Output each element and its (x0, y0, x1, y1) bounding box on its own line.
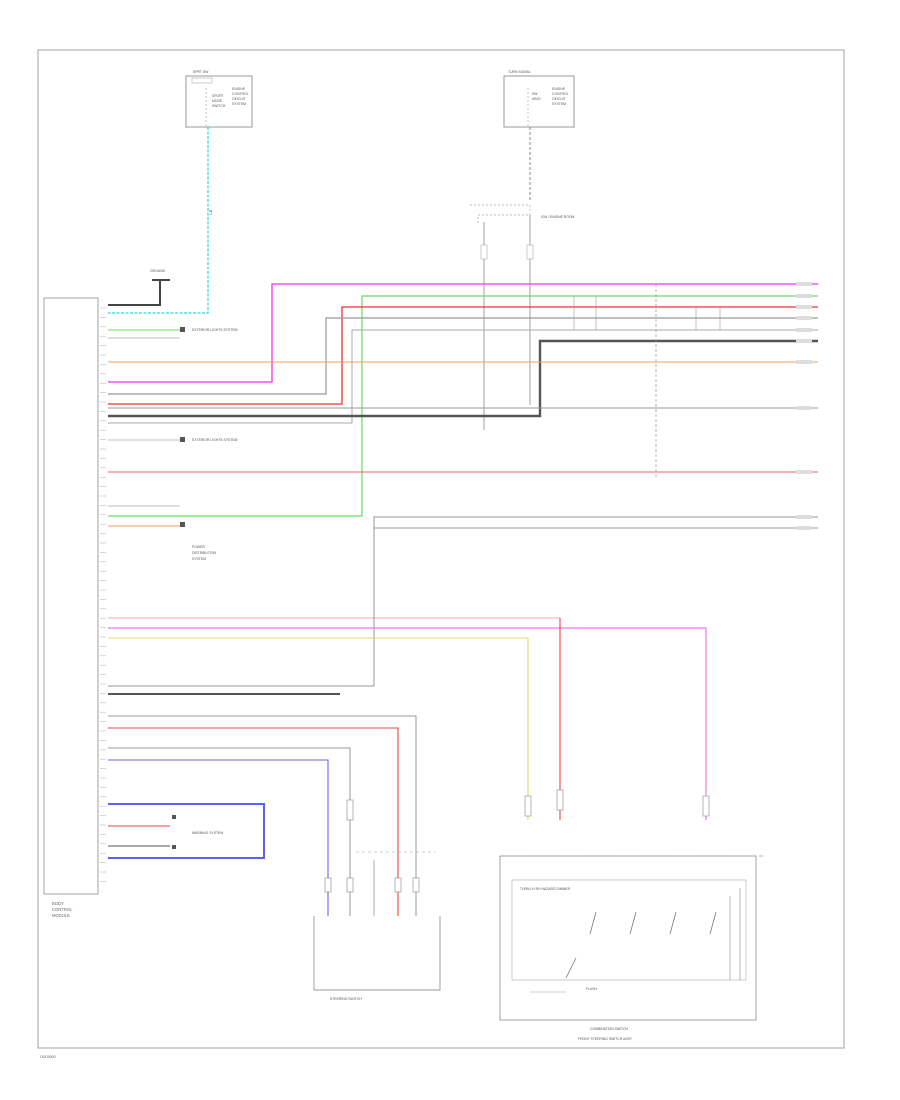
wire-end-tag (796, 515, 812, 519)
right-wire-ends (796, 282, 812, 530)
combination-switch-sub: FLASH (586, 987, 597, 991)
body-control-module: BODY CONTROL MODULE (43, 297, 99, 918)
top-right-box-line-0: ENGINE (552, 87, 566, 91)
footer-code: OOO0000 (40, 1055, 56, 1059)
annotation-power-1: DISTRIBUTION (192, 551, 216, 555)
annotation-power-0: POWER (192, 545, 205, 549)
top-right-box-body-0: SW (532, 92, 538, 96)
wire-end-tag (796, 328, 812, 332)
top-left-box-body-2: SWITCH (212, 104, 226, 108)
annotation-power-2: SYSTEM (192, 557, 206, 561)
annotation-ext-b: EXTERIOR LIGHTS SYSTEM (192, 438, 238, 442)
svg-text:L-B: L-B (209, 209, 213, 215)
top-left-box-body-1: MODE (212, 99, 223, 103)
steering-switch-title: STEERING SWITCH (330, 997, 362, 1001)
combination-switch-header: TURN LH RH HAZARD DIMMER (520, 887, 571, 891)
inline-connectors (324, 789, 710, 893)
module-label-2: MODULE (52, 913, 70, 918)
top-right-box-line-3: SYSTEM (552, 102, 566, 106)
lower-wires: WARNING SYSTEM (108, 617, 707, 916)
right-splice-block (573, 284, 721, 478)
annotation-ext-a: EXTERIOR LIGHTS SYSTEM (192, 328, 238, 332)
wire-end-tag (796, 282, 812, 286)
junction-block: IGN / ENGINE ROOM (470, 127, 575, 430)
wire-end-tag (796, 294, 812, 298)
top-left-box-line-2: CIRCUIT (232, 97, 246, 101)
combination-switch-title: COMBINATION SWITCH (590, 1027, 629, 1031)
top-right-box-line-2: CIRCUIT (552, 97, 566, 101)
wire-end-tag (796, 406, 812, 410)
top-left-box-line-3: SYSTEM (232, 102, 246, 106)
ground-label: GROUND (150, 269, 166, 273)
annotations: EXTERIOR LIGHTS SYSTEM EXTERIOR LIGHTS S… (180, 327, 238, 561)
combination-switch-sub-title: FRONT STEERING SWITCH ASSY (578, 1037, 633, 1041)
top-right-box-body-1: ASSY (532, 97, 542, 101)
module-pin-labels (100, 307, 106, 882)
top-right-box-title: TURN SIGNAL (508, 70, 531, 74)
top-right-box-line-1: CONTROL (552, 92, 569, 96)
wire-end-tag (796, 526, 812, 530)
top-left-box-line-0: ENGINE (232, 87, 246, 91)
top-right-switch-box: TURN SIGNAL SW ASSY ENGINE CONTROL CIRCU… (503, 70, 575, 128)
ground-wire (108, 279, 170, 306)
module-label-1: CONTROL (52, 907, 73, 912)
wire-end-tag (796, 339, 812, 343)
module-label-0: BODY (52, 901, 64, 906)
top-left-switch-box: SPRT SW SPORT MODE SWITCH ENGINE CONTROL… (185, 70, 253, 128)
annotation-warn-box: WARNING SYSTEM (192, 831, 223, 835)
wire-end-tag (796, 316, 812, 320)
diagram-frame (37, 49, 845, 1049)
junction-label: IGN / ENGINE ROOM (541, 215, 575, 219)
top-left-box-line-1: CONTROL (232, 92, 249, 96)
wire-cyan (108, 127, 209, 314)
wire-end-tag (796, 470, 812, 474)
steering-switch-connector: STEERING SWITCH (313, 851, 441, 1001)
top-left-box-body-0: SPORT (212, 94, 224, 98)
harness-wires (108, 283, 818, 695)
top-left-box-title: SPRT SW (193, 70, 209, 74)
wire-end-tag (796, 360, 812, 364)
combination-switch: TURN LH RH HAZARD DIMMER FLASH COMBINATI… (499, 855, 764, 1041)
wire-end-tag (796, 305, 812, 309)
